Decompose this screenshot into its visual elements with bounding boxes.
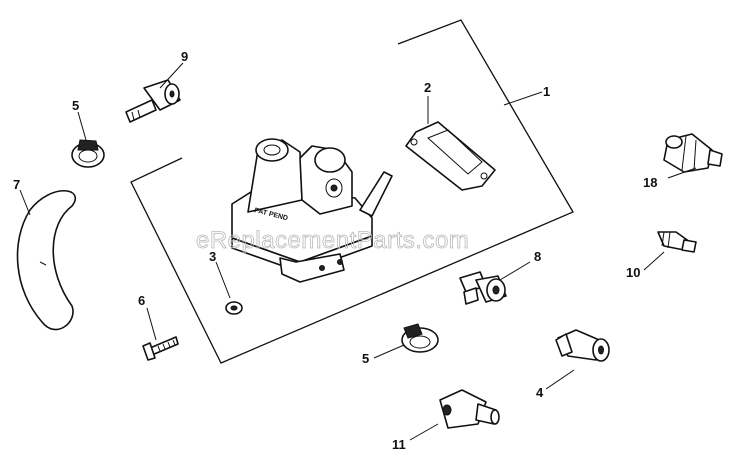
part-5-clamp-upper xyxy=(71,139,105,168)
part-11-tee-fitting xyxy=(439,389,500,429)
part-6-screw xyxy=(142,336,179,361)
callout-1: 1 xyxy=(543,84,550,99)
callout-7: 7 xyxy=(13,177,20,192)
callout-18: 18 xyxy=(643,175,657,190)
assembly-frame xyxy=(130,19,574,364)
part-18-filter xyxy=(663,133,723,173)
part-5-clamp-lower xyxy=(401,323,439,353)
callout-9: 9 xyxy=(181,49,188,64)
part-2-gasket xyxy=(405,121,496,191)
callout-11: 11 xyxy=(392,437,406,452)
callout-8: 8 xyxy=(534,249,541,264)
callout-4: 4 xyxy=(536,385,544,400)
callout-6: 6 xyxy=(138,293,145,308)
part-9-elbow-fitting xyxy=(125,79,181,123)
callout-5-upper: 5 xyxy=(72,98,79,113)
callout-10: 10 xyxy=(626,265,640,280)
part-8-elbow-fitting xyxy=(459,271,507,305)
part-3-washer xyxy=(225,301,243,315)
callout-2: 2 xyxy=(424,80,431,95)
part-10-fitting xyxy=(657,231,697,253)
fuel-pump-body: PAT PEND xyxy=(231,138,393,283)
callout-3: 3 xyxy=(209,249,216,264)
part-7-hose xyxy=(16,189,76,331)
part-4-elbow-fitting xyxy=(555,329,610,362)
watermark-text: eReplacementParts.com xyxy=(196,227,469,254)
callout-5-lower: 5 xyxy=(362,351,369,366)
